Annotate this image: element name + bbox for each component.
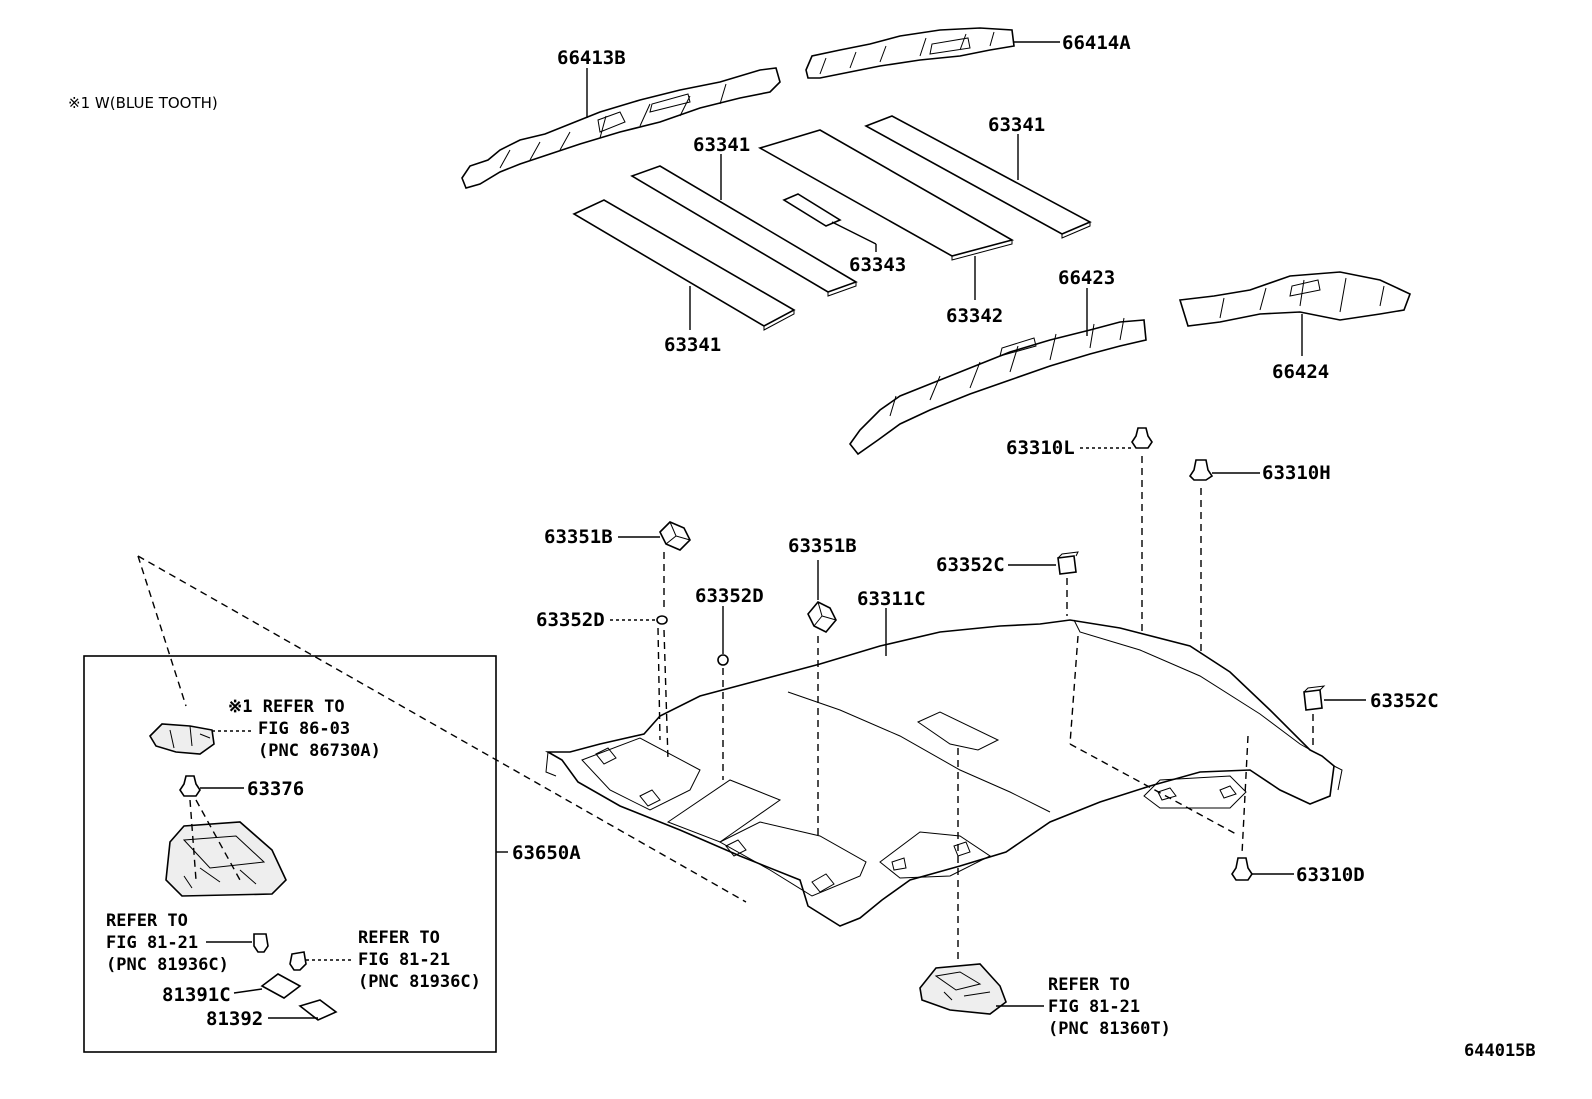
label-63342: 63342 xyxy=(946,305,1003,327)
ref-right-line2: FIG 81-21 xyxy=(358,950,450,970)
label-63311c: 63311C xyxy=(857,588,926,610)
ref-lamp-line3: (PNC 81360T) xyxy=(1048,1019,1171,1039)
label-63352c-top: 63352C xyxy=(936,554,1005,576)
label-63650a: 63650A xyxy=(512,842,581,864)
axis-63376-b xyxy=(195,799,241,881)
label-63352d-left: 63352D xyxy=(536,609,605,631)
label-81391c: 81391C xyxy=(162,984,231,1006)
pad-63341-right xyxy=(864,115,1092,239)
inset-callout-line-2 xyxy=(137,555,187,707)
axis-63376 xyxy=(189,799,197,881)
ref-left-line2: FIG 81-21 xyxy=(106,933,198,953)
label-66414a: 66414A xyxy=(1062,32,1131,54)
ref-lamp-line2: FIG 81-21 xyxy=(1048,997,1140,1017)
ref-bt-line1: ※1 REFER TO xyxy=(228,697,345,717)
bluetooth-mic xyxy=(148,723,215,755)
pad-63341-left xyxy=(572,199,796,331)
label-63341-middle: 63341 xyxy=(693,134,750,156)
label-63341-right: 63341 xyxy=(988,114,1045,136)
ref-right-line1: REFER TO xyxy=(358,928,440,948)
ref-left-line3: (PNC 81936C) xyxy=(106,955,229,975)
inset-callout-line-1 xyxy=(137,555,747,903)
label-63310d: 63310D xyxy=(1296,864,1365,886)
bracket-66414a xyxy=(805,27,1015,79)
label-63343: 63343 xyxy=(849,254,906,276)
clip-63352c-right xyxy=(1303,685,1326,711)
bracket-66423 xyxy=(848,317,1147,456)
figure-id: 644015B xyxy=(1464,1041,1536,1061)
clip-63310h xyxy=(1188,459,1214,481)
ref-left-line1: REFER TO xyxy=(106,911,188,931)
clip-63352c-top xyxy=(1057,551,1079,575)
plate-81391c xyxy=(260,973,302,999)
label-63310l: 63310L xyxy=(1006,437,1075,459)
clip-63310l xyxy=(1131,427,1153,449)
label-63376: 63376 xyxy=(247,778,304,800)
bracket-66424 xyxy=(1178,271,1412,327)
label-66424: 66424 xyxy=(1272,361,1329,383)
ref-bt-line3: (PNC 86730A) xyxy=(258,741,381,761)
leader-81391c xyxy=(233,988,263,994)
label-81392: 81392 xyxy=(206,1008,263,1030)
roof-console-63650a xyxy=(165,821,287,897)
axis-63310d xyxy=(1241,735,1249,855)
ref-lamp-line1: REFER TO xyxy=(1048,975,1130,995)
clip-63352d-left xyxy=(656,615,668,625)
axis-63352c-diag xyxy=(1069,743,1237,835)
label-63351b-left: 63351B xyxy=(544,526,613,548)
axis-63352d-left xyxy=(657,627,661,741)
label-63310h: 63310H xyxy=(1262,462,1331,484)
ref-bt-line2: FIG 86-03 xyxy=(258,719,350,739)
label-63351b-right: 63351B xyxy=(788,535,857,557)
label-66413b: 66413B xyxy=(557,47,626,69)
clip-63352d-right xyxy=(717,654,729,666)
clip-63351b-right xyxy=(807,601,837,633)
inset-box xyxy=(83,655,497,1053)
leader-63343 xyxy=(831,221,877,245)
label-63352d-right: 63352D xyxy=(695,585,764,607)
ref-right-line3: (PNC 81936C) xyxy=(358,972,481,992)
pad-63342 xyxy=(757,129,1015,261)
label-66423: 66423 xyxy=(1058,267,1115,289)
map-lamp xyxy=(919,963,1007,1015)
headliner-63311c xyxy=(544,619,1343,927)
bracket-66413b xyxy=(461,67,781,189)
axis-63352c-top-2 xyxy=(1069,635,1079,745)
label-63352c-right: 63352C xyxy=(1370,690,1439,712)
clip-63310d xyxy=(1231,857,1253,881)
clip-81936c-left xyxy=(253,933,269,953)
pad-63343 xyxy=(782,193,842,227)
pad-63341-middle xyxy=(630,165,858,297)
label-63341-left: 63341 xyxy=(664,334,721,356)
clip-63351b-left xyxy=(659,521,691,551)
plate-81392 xyxy=(298,999,338,1021)
bluetooth-note: ※1 W(BLUE TOOTH) xyxy=(68,94,218,112)
clip-63376 xyxy=(179,775,201,797)
axis-63351b-left-2 xyxy=(663,629,669,761)
clip-81936c-right xyxy=(289,951,307,971)
